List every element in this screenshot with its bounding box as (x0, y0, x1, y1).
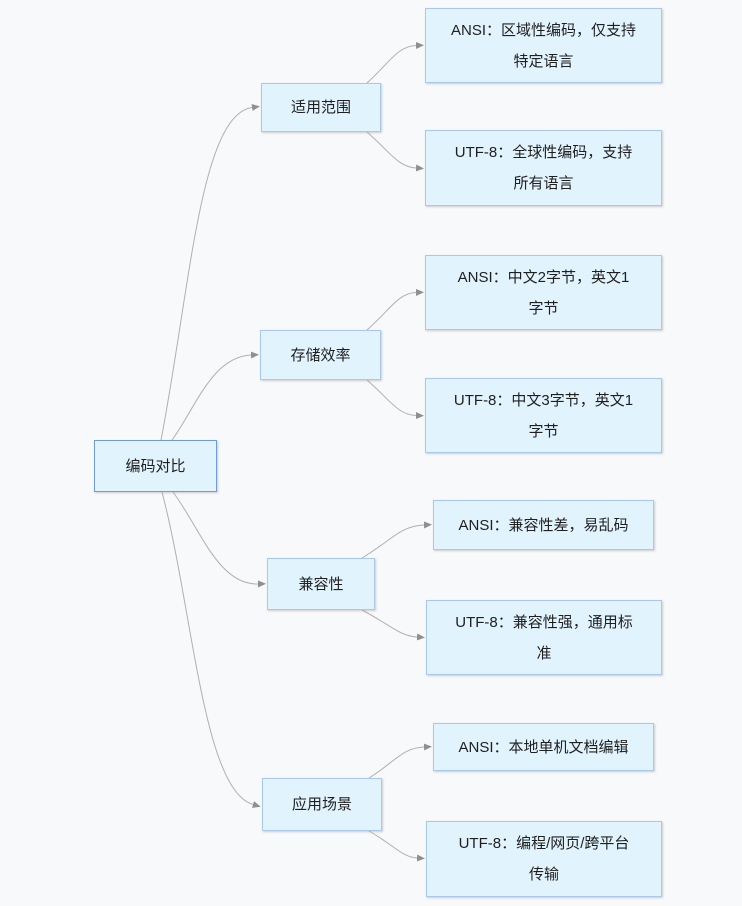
leaf-node-line: UTF-8：编程/网页/跨平台 (458, 835, 630, 852)
branch-node-application[interactable]: 应用场景 (262, 778, 382, 831)
edge-scope-to-ansi (366, 42, 424, 84)
leaf-node-line: UTF-8：中文3字节，英文1 (453, 391, 634, 409)
edge-storage-to-ansi (366, 289, 424, 331)
edge-root-to-scope (160, 104, 260, 441)
edge-storage-to-utf8 (366, 379, 424, 419)
branch-node-scope[interactable]: 适用范围 (261, 83, 381, 132)
edge-application-to-utf8 (368, 830, 425, 862)
edge-root-to-storage (171, 351, 259, 441)
leaf-node-utf8-compatibility[interactable]: UTF-8：兼容性强，通用标 准 (426, 600, 662, 675)
edge-compatibility-to-ansi (361, 521, 432, 559)
leaf-node-ansi-application[interactable]: ANSI：本地单机文档编辑 (433, 723, 654, 771)
branch-node-label: 适用范围 (290, 99, 351, 116)
edge-root-to-application (161, 491, 261, 808)
leaf-node-line: ANSI：兼容性差，易乱码 (458, 516, 629, 534)
leaf-node-line: 传输 (528, 866, 559, 883)
leaf-node-line: ANSI：中文2字节，英文1 (457, 268, 630, 286)
leaf-node-line: 特定语言 (513, 52, 574, 70)
edge-root-to-compatibility (172, 491, 266, 588)
leaf-node-line: 准 (536, 644, 552, 662)
leaf-node-utf8-scope[interactable]: UTF-8：全球性编码，支持 所有语言 (425, 130, 662, 206)
leaf-node-ansi-scope[interactable]: ANSI：区域性编码，仅支持 特定语言 (425, 8, 662, 83)
branch-node-compatibility[interactable]: 兼容性 (267, 558, 375, 610)
branch-node-label: 应用场景 (291, 796, 352, 813)
leaf-node-line: 所有语言 (513, 175, 574, 192)
leaf-node-line: UTF-8：全球性编码，支持 (454, 144, 633, 161)
root-node-label: 编码对比 (125, 457, 186, 475)
leaf-node-line: 字节 (528, 299, 559, 317)
leaf-node-utf8-application[interactable]: UTF-8：编程/网页/跨平台 传输 (426, 821, 662, 897)
edge-compatibility-to-utf8 (361, 609, 425, 641)
branch-node-storage[interactable]: 存储效率 (260, 330, 381, 380)
leaf-node-ansi-storage[interactable]: ANSI：中文2字节，英文1 字节 (425, 255, 662, 330)
leaf-node-line: ANSI：区域性编码，仅支持 (450, 21, 636, 39)
leaf-node-utf8-storage[interactable]: UTF-8：中文3字节，英文1 字节 (425, 378, 662, 453)
root-node[interactable]: 编码对比 (94, 440, 217, 492)
edge-application-to-ansi (368, 743, 432, 779)
edge-scope-to-utf8 (366, 131, 424, 172)
leaf-node-line: 字节 (528, 422, 559, 440)
branch-node-label: 存储效率 (290, 346, 351, 364)
leaf-node-line: ANSI：本地单机文档编辑 (458, 738, 629, 756)
leaf-node-ansi-compatibility[interactable]: ANSI：兼容性差，易乱码 (433, 500, 654, 550)
leaf-node-line: UTF-8：兼容性强，通用标 (455, 613, 633, 631)
branch-node-label: 兼容性 (298, 575, 344, 593)
